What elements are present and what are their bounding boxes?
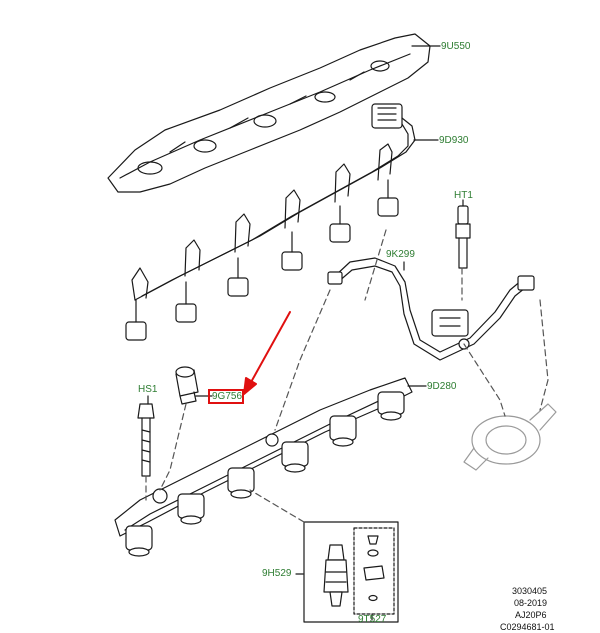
assembly-leader-lines [145, 229, 549, 523]
callout-9u550[interactable]: 9U550 [441, 41, 471, 52]
callout-9k299[interactable]: 9K299 [386, 249, 415, 260]
high-pressure-pump-part[interactable] [463, 403, 557, 471]
callout-9t527[interactable]: 9T527 [358, 614, 387, 625]
diagram-ref-line1: 3030405 [512, 586, 548, 596]
callout-9d280[interactable]: 9D280 [427, 381, 457, 392]
callout-hs1[interactable]: HS1 [138, 384, 158, 395]
pressure-sensor-part[interactable] [175, 366, 199, 405]
injector-harness-part[interactable] [125, 103, 439, 341]
diagram-ref-line3: AJ20P6 [515, 610, 547, 620]
highlight-arrow [243, 311, 291, 395]
callout-ht1[interactable]: HT1 [454, 190, 473, 201]
fuel-rail-cover-part[interactable] [107, 33, 441, 193]
callout-9h529[interactable]: 9H529 [262, 568, 292, 579]
callout-9g756[interactable]: 9G756 [212, 391, 243, 402]
injector-part[interactable] [303, 521, 399, 623]
fuel-feed-pipe-part[interactable] [327, 257, 535, 361]
diagram-ref-line2: 08-2019 [514, 598, 548, 608]
rail-bolt-part[interactable] [137, 403, 155, 477]
diagram-ref-line4: C0294681-01 [500, 622, 555, 632]
callout-9d930[interactable]: 9D930 [439, 135, 469, 146]
fuel-rail-part[interactable] [114, 377, 427, 557]
highlight-box [208, 389, 244, 404]
high-pressure-sensor-part[interactable] [455, 199, 471, 269]
injector-seal-kit-part[interactable] [353, 527, 395, 615]
